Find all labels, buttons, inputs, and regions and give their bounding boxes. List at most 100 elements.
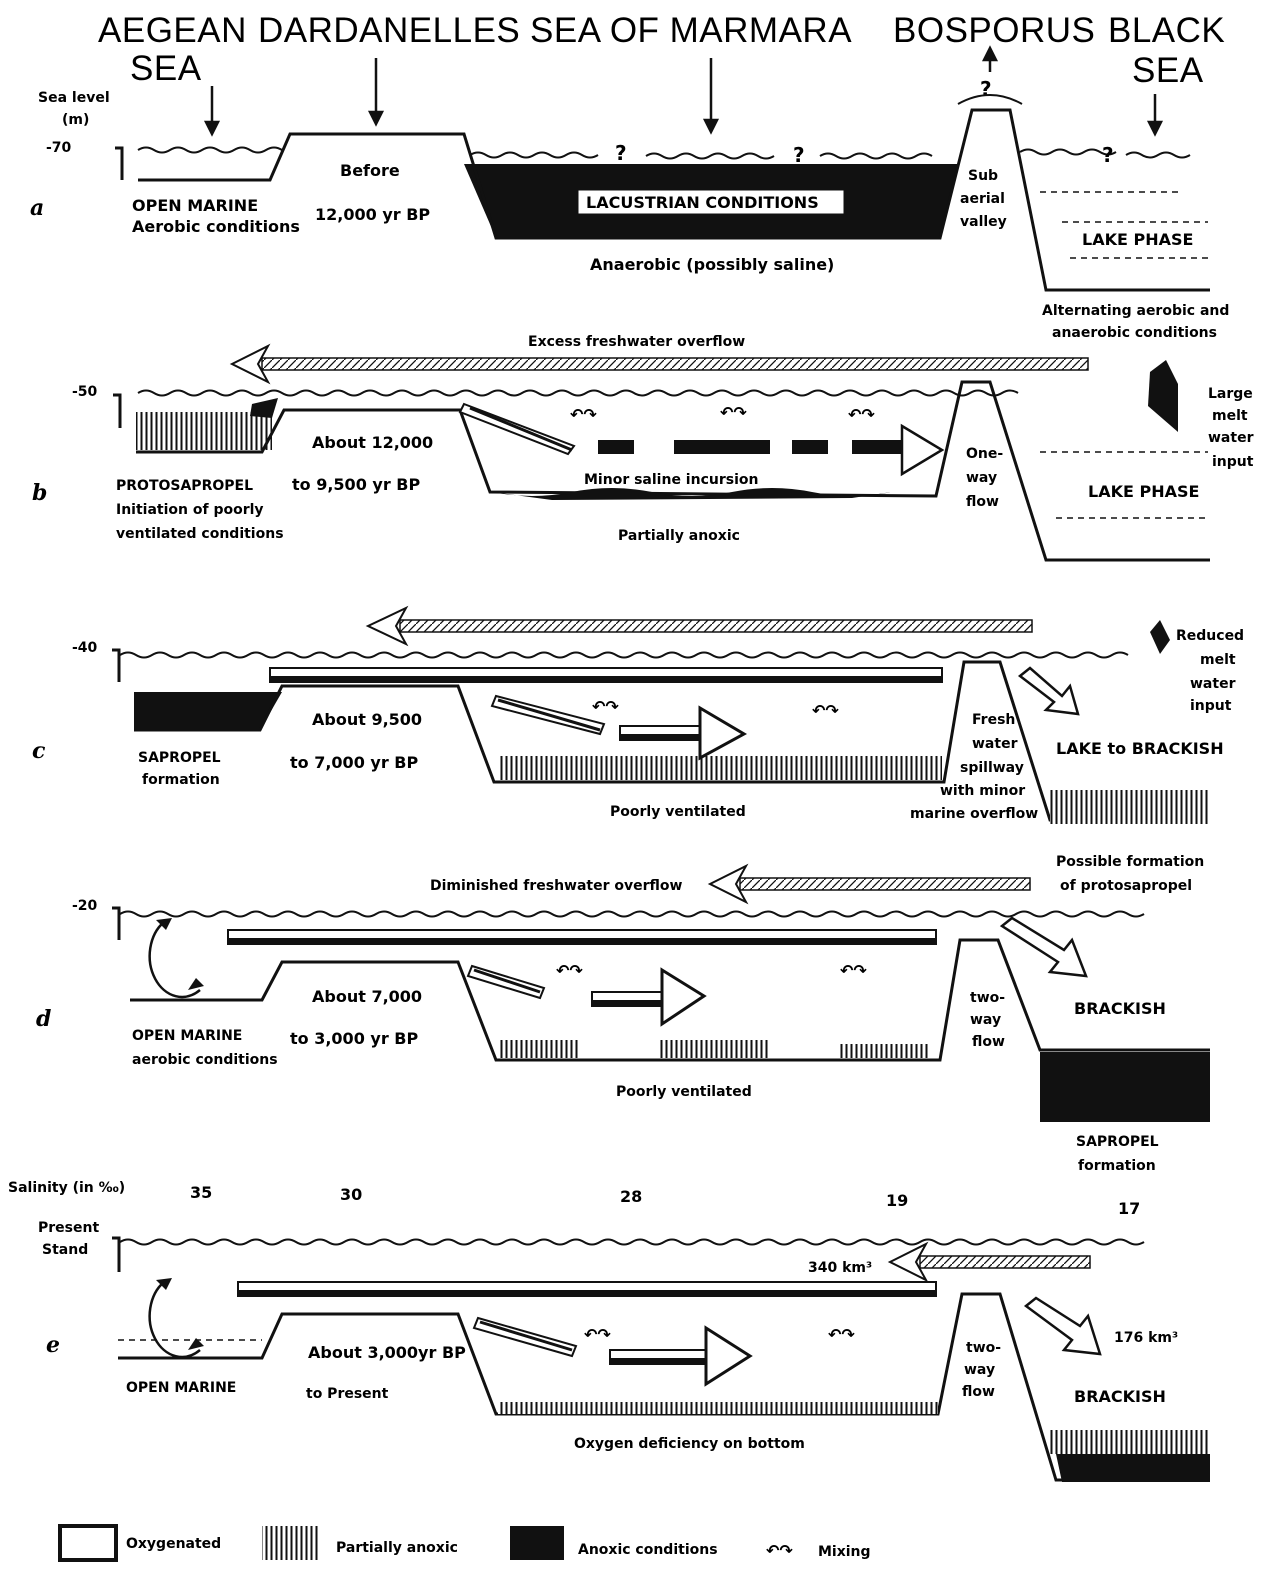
panel-a-question-2: ?	[793, 143, 805, 167]
panel-c-level: -40	[72, 640, 98, 656]
panel-e-oxygen: Oxygen deficiency on bottom	[574, 1436, 805, 1452]
panel-c-letter: c	[32, 738, 46, 764]
panel-b-melt-4: input	[1212, 454, 1254, 470]
panel-b-oneway-2: way	[966, 470, 997, 486]
axis-stand: Stand	[42, 1242, 88, 1258]
legend-anoxic: Anoxic conditions	[578, 1542, 718, 1558]
legend-mixing-icon: ↶↷	[766, 1541, 793, 1560]
panel-e-letter: e	[46, 1332, 60, 1358]
panel-e-mix-2: ↶↷	[828, 1325, 855, 1344]
panel-d-overflow-label: Diminished freshwater overflow	[430, 878, 683, 894]
panel-a-alternating-1: Alternating aerobic and	[1042, 303, 1229, 319]
header-aegean: AEGEAN	[98, 11, 247, 50]
salinity-30: 30	[340, 1185, 362, 1204]
panel-c-about: About 9,500	[312, 710, 422, 729]
panel-a-subaerial-3: valley	[960, 214, 1007, 230]
panel-c-fresh-4: with minor	[940, 783, 1025, 799]
panel-c-fresh-2: water	[972, 736, 1018, 752]
panel-e-vol-176: 176 km³	[1114, 1330, 1178, 1346]
axis-sea-level: Sea level	[38, 90, 110, 106]
panel-c-fresh-5: marine overflow	[910, 806, 1038, 822]
panel-b-melt-3: water	[1208, 430, 1254, 446]
panel-b-oneway-3: flow	[966, 494, 999, 510]
legend-oxygenated-swatch	[60, 1526, 116, 1560]
axis-unit: (m)	[62, 112, 89, 128]
header-dardanelles: DARDANELLES	[258, 11, 520, 50]
panel-d-poorly: Poorly ventilated	[616, 1084, 752, 1100]
panel-d-mix-2: ↶↷	[840, 961, 867, 980]
panel-e-twoway-3: flow	[962, 1384, 995, 1400]
panel-a-anaerobic: Anaerobic (possibly saline)	[590, 255, 834, 274]
panel-b-date: to 9,500 yr BP	[292, 475, 420, 494]
panel-a-question-1: ?	[615, 141, 627, 165]
panel-a-lake-phase: LAKE PHASE	[1082, 230, 1193, 249]
panel-c-reduced-2: melt	[1200, 652, 1236, 668]
panel-c-reduced-3: water	[1190, 676, 1236, 692]
salinity-28: 28	[620, 1187, 642, 1206]
panel-e-date: to Present	[306, 1386, 389, 1402]
panel-c: c -40 ↶↷ ↶↷ About 9,500 to 7,000 yr BP S…	[32, 608, 1244, 894]
panel-b-protosapropel: PROTOSAPROPEL	[116, 478, 253, 494]
panel-c-possible-1: Possible formation	[1056, 854, 1204, 870]
panel-b-mix-3: ↶↷	[848, 405, 875, 424]
panel-b-mix-1: ↶↷	[570, 405, 597, 424]
panel-c-sapropel-1: SAPROPEL	[138, 750, 221, 766]
panel-a-open-marine: OPEN MARINE	[132, 196, 258, 215]
panel-b-melt-1: Large	[1208, 386, 1253, 402]
header-bosporus: BOSPORUS	[893, 11, 1095, 50]
header-sea-of-marmara: SEA OF MARMARA	[530, 11, 852, 50]
panel-a: a -70 ? ? ? LACUSTRIAN CONDITIONS OPEN M…	[30, 110, 1229, 341]
panel-b-initiation-1: Initiation of poorly	[116, 502, 264, 518]
salinity-19: 19	[886, 1191, 908, 1210]
panel-b-lake-phase: LAKE PHASE	[1088, 482, 1199, 501]
panel-a-alternating-2: anaerobic conditions	[1052, 325, 1217, 341]
panel-b-initiation-2: ventilated conditions	[116, 526, 284, 542]
salinity-35: 35	[190, 1183, 212, 1202]
panel-c-reduced-4: input	[1190, 698, 1232, 714]
panel-b-partially-anoxic: Partially anoxic	[618, 528, 740, 544]
panel-d-twoway-3: flow	[972, 1034, 1005, 1050]
panel-d-sapropel-2: formation	[1078, 1158, 1156, 1174]
legend-anoxic-swatch	[510, 1526, 564, 1560]
panel-a-date: 12,000 yr BP	[315, 205, 430, 224]
panel-a-level: -70	[46, 140, 72, 156]
salinity-17: 17	[1118, 1199, 1140, 1218]
panel-a-letter: a	[30, 195, 44, 221]
axis-present: Present	[38, 1220, 99, 1236]
panel-a-before: Before	[340, 161, 400, 180]
panel-d: d -20 Diminished freshwater overflow ↶↷ …	[36, 866, 1210, 1174]
panel-d-about: About 7,000	[312, 987, 422, 1006]
panel-e-twoway-2: way	[964, 1362, 995, 1378]
panel-d-letter: d	[36, 1006, 51, 1032]
panel-e-about: About 3,000yr BP	[308, 1343, 466, 1362]
panel-b-mix-2: ↶↷	[720, 403, 747, 422]
panel-e: Salinity (in ‰) 35 30 28 19 17 Present S…	[8, 1180, 1210, 1482]
panel-a-subaerial-1: Sub	[968, 168, 998, 184]
panel-a-question-3: ?	[1102, 143, 1114, 167]
panel-b-oneway-1: One-	[966, 446, 1003, 462]
panel-c-date: to 7,000 yr BP	[290, 753, 418, 772]
panel-c-fresh-3: spillway	[960, 760, 1024, 776]
panel-b-about: About 12,000	[312, 433, 433, 452]
panel-c-lake-brackish: LAKE to BRACKISH	[1056, 739, 1224, 758]
legend: Oxygenated Partially anoxic Anoxic condi…	[60, 1526, 871, 1560]
panel-c-poorly: Poorly ventilated	[610, 804, 746, 820]
panel-b-letter: b	[32, 480, 47, 506]
panel-c-sapropel-2: formation	[142, 772, 220, 788]
panel-e-open-marine: OPEN MARINE	[126, 1380, 236, 1396]
legend-oxygenated: Oxygenated	[126, 1536, 221, 1552]
panel-c-mix-1: ↶↷	[592, 697, 619, 716]
panel-d-twoway-2: way	[970, 1012, 1001, 1028]
panel-d-brackish: BRACKISH	[1074, 999, 1166, 1018]
legend-partially-anoxic: Partially anoxic	[336, 1540, 458, 1556]
panel-c-reduced-1: Reduced	[1176, 628, 1244, 644]
header-black-sea: SEA	[1132, 51, 1204, 90]
panel-d-twoway-1: two-	[970, 990, 1005, 1006]
panel-c-mix-2: ↶↷	[812, 701, 839, 720]
panel-b: b -50 Excess freshwater overflow ↶↷ ↶↷ ↶…	[32, 334, 1254, 560]
header-black: BLACK	[1108, 11, 1225, 50]
legend-partial-swatch	[262, 1526, 320, 1560]
salinity-label: Salinity (in ‰)	[8, 1180, 125, 1196]
panel-c-fresh-1: Fresh	[972, 712, 1015, 728]
